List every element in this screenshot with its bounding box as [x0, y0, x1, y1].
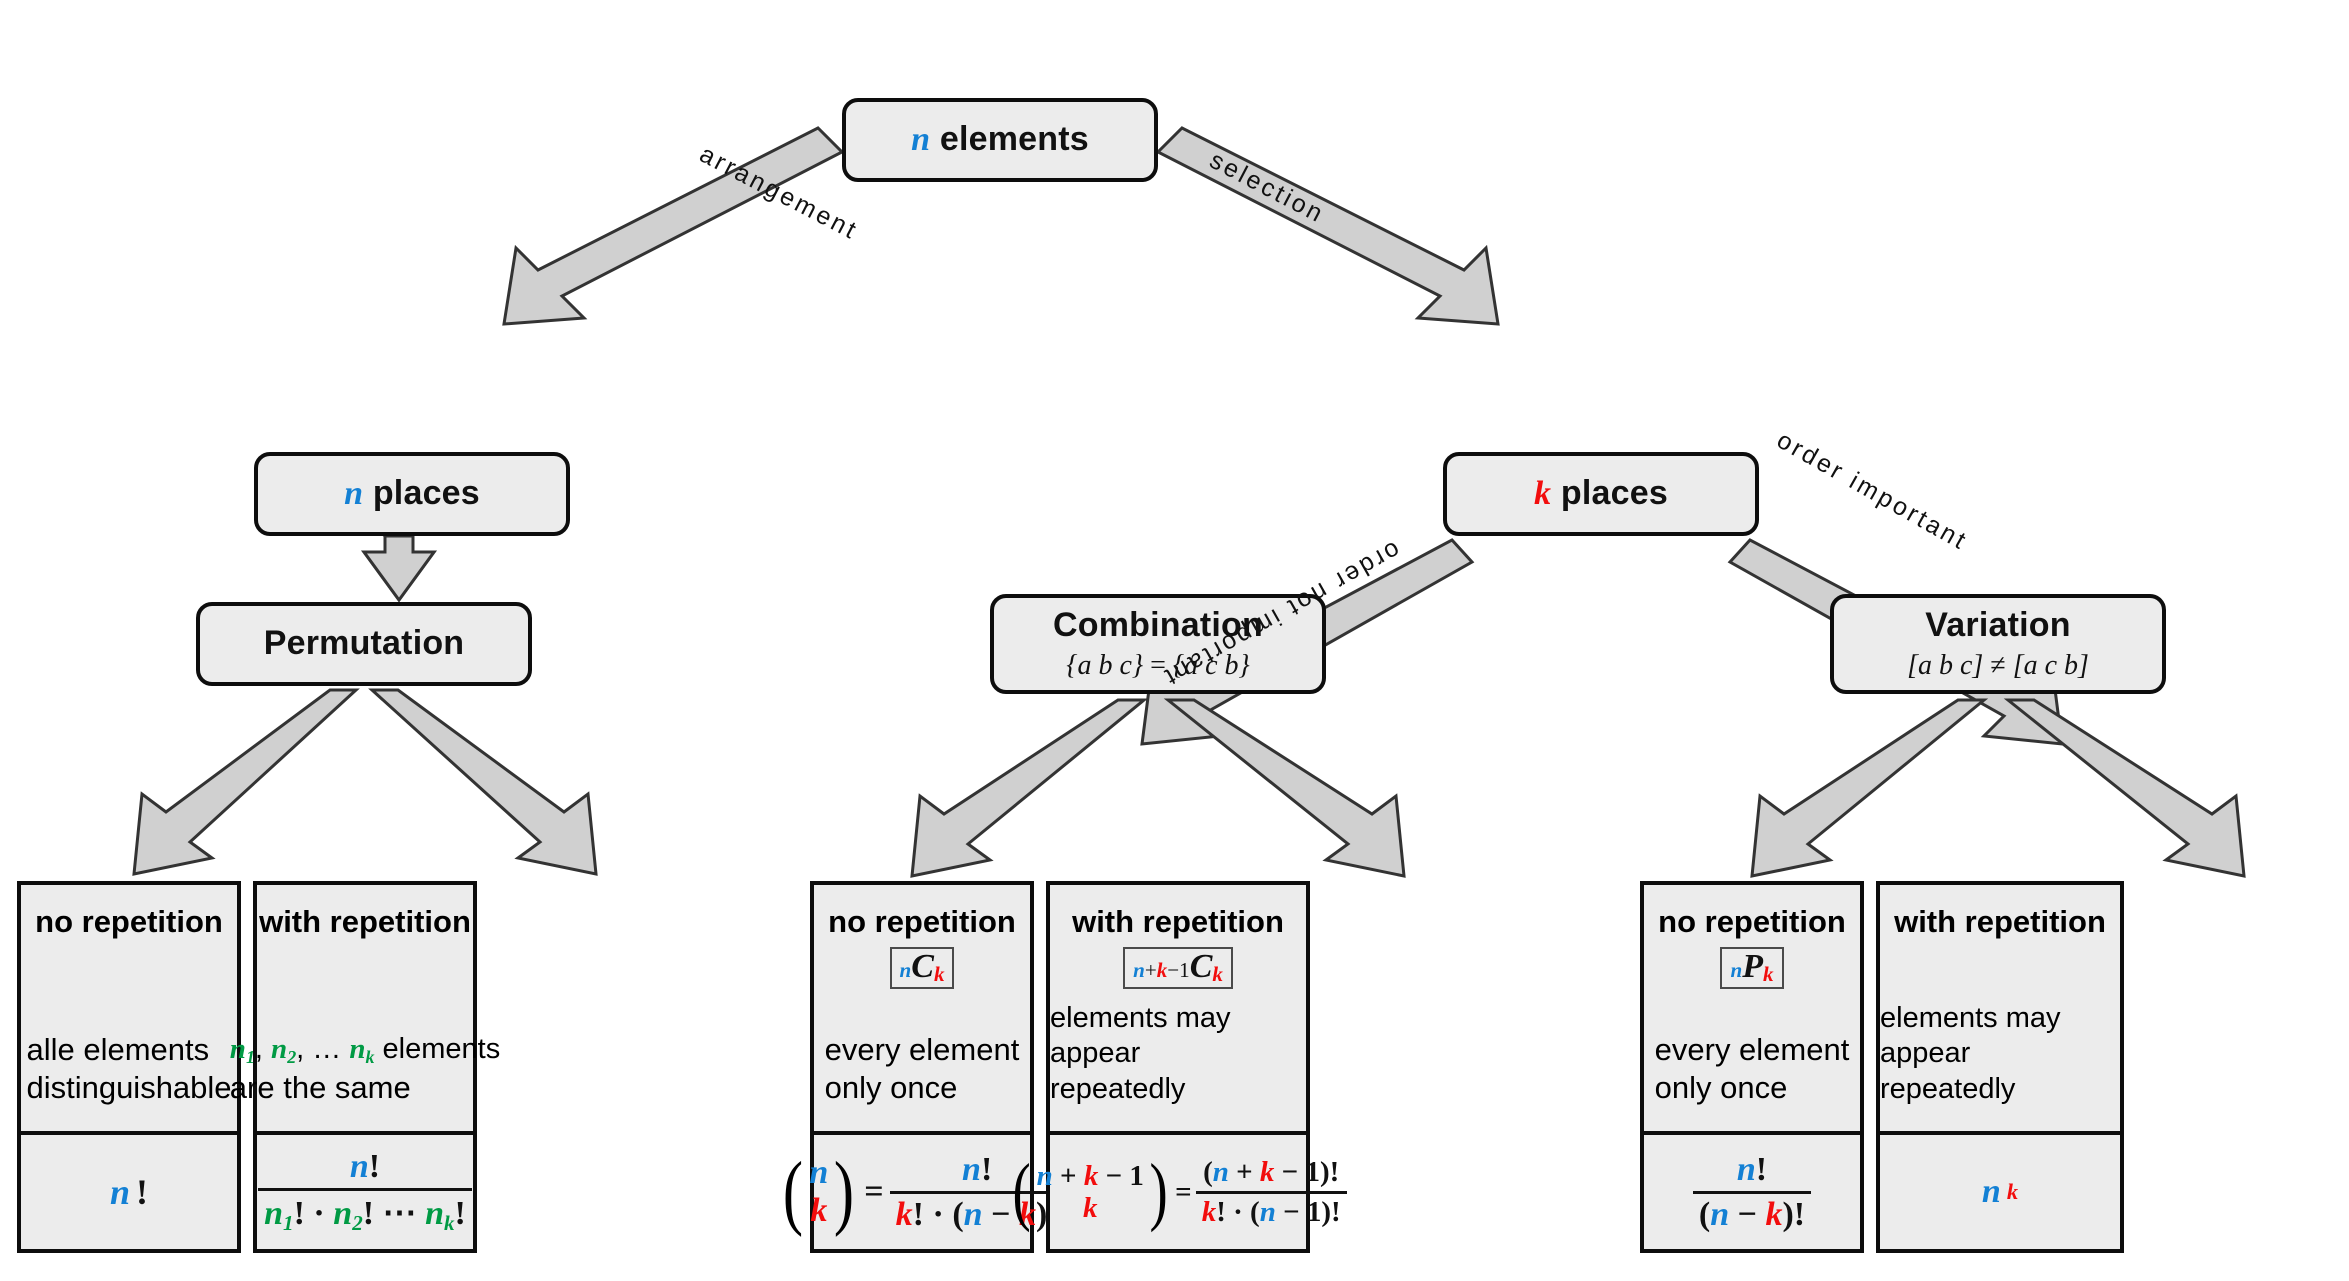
symbol-n-plus-k-minus-1-C-k: n+k−1Ck	[1123, 947, 1233, 990]
leaf-combination-no-repetition[interactable]: no repetition nCk every element only onc…	[783, 881, 1065, 1253]
leaf-heading: with repetition	[259, 904, 471, 939]
leaf-combination-with-repetition[interactable]: with repetition n+k−1Ck elements may app…	[1013, 881, 1347, 1253]
node-combination-title: Combination	[1053, 606, 1263, 645]
node-n-places-title: n places	[344, 474, 480, 513]
leaf-variation-no-repetition[interactable]: no repetition nPk every element only onc…	[1640, 881, 1864, 1253]
node-k-places[interactable]: k places	[1443, 452, 1759, 536]
leaf-heading: with repetition	[1894, 904, 2106, 939]
leaf-description-line1: elements may appear	[1050, 1001, 1231, 1070]
arrow-permutation-to-no-rep	[132, 688, 360, 876]
leaf-cell-description: with repetition n+k−1Ck elements may app…	[1050, 885, 1306, 1135]
leaf-description: every element only once	[825, 1031, 1020, 1107]
leaf-cell-formula: ( nk ) = n! k! · (n − k)!	[783, 1135, 1065, 1249]
symbol-k: k	[1534, 475, 1552, 513]
arrow-n-places-to-permutation-body	[361, 534, 437, 603]
arrow-root-to-k-places	[1155, 126, 1500, 326]
node-n-elements-label: elements	[939, 120, 1089, 159]
node-permutation[interactable]: Permutation	[196, 602, 532, 686]
leaf-heading: no repetition	[1658, 904, 1846, 939]
formula-multiset-permutation: n! n1! · n2! ⋯ nk!	[258, 1148, 472, 1236]
leaf-description-line1: n1, n2, … nk elements	[229, 1033, 501, 1068]
combination-operator: =	[1150, 649, 1166, 681]
variation-seq-right: [a c b]	[2012, 649, 2089, 681]
node-combination-subtitle: {a b c} = {a c b}	[1066, 650, 1249, 682]
arrow-variation-to-with-rep	[2003, 698, 2246, 878]
leaf-description-line1: elements may appear	[1880, 1001, 2061, 1070]
formula-multiset-coefficient: ( n + k − 1 k ) = (n + k − 1)! k! · (n −…	[1009, 1153, 1347, 1230]
leaf-cell-formula: n!	[21, 1135, 237, 1249]
leaf-cell-description: with repetition n1, n2, … nk elements ar…	[230, 885, 500, 1135]
leaf-description-line2: distinguishable	[26, 1070, 232, 1106]
symbol-n: n	[911, 121, 931, 159]
leaf-permutation-no-repetition[interactable]: no repetition alle elements distinguisha…	[17, 881, 241, 1253]
leaf-description: n1, n2, … nk elements are the same	[230, 1032, 500, 1107]
arrow-permutation-to-with-rep	[368, 688, 598, 876]
formula-falling-factorial: n! (n − k)!	[1692, 1151, 1812, 1234]
arrow-root-to-n-places	[502, 126, 845, 326]
node-n-places-label: places	[372, 474, 480, 513]
arrow-combination-to-no-rep	[910, 698, 1149, 878]
node-variation[interactable]: Variation [a b c] ≠ [a c b]	[1830, 594, 2166, 694]
combination-set-right: {a c b}	[1172, 649, 1250, 681]
leaf-cell-formula: n! (n − k)!	[1644, 1135, 1860, 1249]
node-variation-subtitle: [a b c] ≠ [a c b]	[1907, 650, 2089, 682]
leaf-cell-formula: ( n + k − 1 k ) = (n + k − 1)! k! · (n −…	[1013, 1135, 1347, 1249]
leaf-description: every element only once	[1655, 1031, 1850, 1107]
leaf-description-line2: only once	[824, 1070, 958, 1106]
leaf-heading: no repetition	[828, 904, 1016, 939]
combination-set-left: {a b c}	[1066, 649, 1144, 681]
variation-operator: ≠	[1990, 649, 2006, 681]
node-n-elements[interactable]: n elements	[842, 98, 1158, 182]
symbol-nPk: nPk	[1720, 947, 1784, 990]
symbol-nCk: nCk	[889, 947, 955, 990]
leaf-description-line2: are the same	[229, 1070, 411, 1106]
variation-seq-left: [a b c]	[1907, 649, 1984, 681]
leaf-description-line2: repeatedly	[1050, 1072, 1186, 1105]
leaf-description: alle elements distinguishable	[26, 1031, 231, 1107]
leaf-cell-description: no repetition nCk every element only onc…	[814, 885, 1030, 1135]
leaf-description-line1: every element	[1654, 1032, 1850, 1068]
symbol-n: n	[344, 475, 364, 513]
leaf-heading: no repetition	[35, 904, 223, 939]
leaf-cell-description: no repetition nPk every element only onc…	[1644, 885, 1860, 1135]
leaf-cell-formula: n! n1! · n2! ⋯ nk!	[257, 1135, 473, 1249]
node-permutation-title: Permutation	[263, 624, 465, 663]
leaf-heading: with repetition	[1072, 904, 1284, 939]
node-n-places[interactable]: n places	[254, 452, 570, 536]
arrow-variation-to-no-rep	[1750, 698, 1989, 878]
node-k-places-label: places	[1560, 474, 1668, 513]
leaf-description: elements may appear repeatedly	[1880, 1001, 2120, 1107]
leaf-description: elements may appear repeatedly	[1050, 1001, 1306, 1107]
leaf-cell-description: with repetition elements may appear repe…	[1880, 885, 2120, 1135]
leaf-description-line1: every element	[824, 1032, 1020, 1068]
formula-n-factorial: n!	[109, 1172, 149, 1212]
node-combination[interactable]: Combination {a b c} = {a c b}	[990, 594, 1326, 694]
leaf-description-line2: repeatedly	[1880, 1072, 2016, 1105]
leaf-description-line1: alle elements	[26, 1032, 210, 1068]
leaf-description-line2: only once	[1654, 1070, 1788, 1106]
node-n-elements-title: n elements	[911, 120, 1089, 159]
leaf-variation-with-repetition[interactable]: with repetition elements may appear repe…	[1876, 881, 2124, 1253]
leaf-cell-description: no repetition alle elements distinguisha…	[21, 885, 237, 1135]
node-variation-title: Variation	[1925, 606, 2071, 645]
arrow-combination-to-with-rep	[1163, 698, 1406, 878]
leaf-permutation-with-repetition[interactable]: with repetition n1, n2, … nk elements ar…	[230, 881, 500, 1253]
node-k-places-title: k places	[1534, 474, 1668, 513]
